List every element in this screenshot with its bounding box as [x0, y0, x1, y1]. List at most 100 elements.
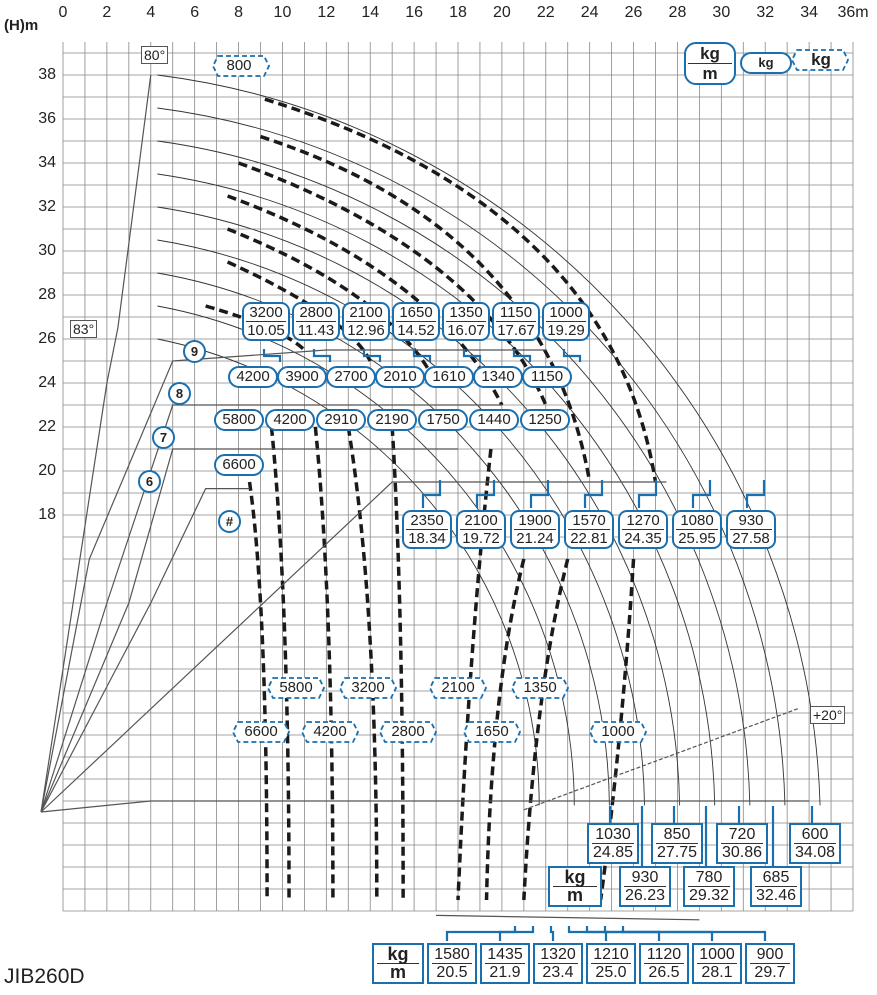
x-tick: 2: [102, 4, 112, 21]
x-tick: 18: [449, 4, 467, 21]
x-tick: 30: [712, 4, 731, 21]
row9-load-label: 1340: [473, 366, 523, 388]
row9-load-label: 1610: [424, 366, 474, 388]
x-tick: 34: [800, 4, 819, 21]
marker-7: 7: [152, 426, 175, 449]
curve-label-upper: 1350: [523, 679, 557, 696]
x-tick: 22: [536, 4, 555, 21]
legend-kg-text: kg: [688, 45, 732, 64]
x-tick: 24: [580, 4, 599, 21]
curve-label-lower: 2800: [391, 723, 425, 740]
row8-load-label: 2190: [367, 409, 417, 431]
y-tick: 28: [38, 286, 56, 303]
x-tick: 20: [492, 4, 511, 21]
y-axis-label: (H)m: [4, 17, 39, 34]
x-tick: 32: [756, 4, 775, 21]
curve-label-800: 800: [226, 57, 252, 74]
x-tick: 10: [273, 4, 292, 21]
curve-label-lower: 6600: [244, 723, 278, 740]
row9-load-label: 2010: [375, 366, 425, 388]
row8-load-label: 4200: [265, 409, 315, 431]
row8-load-label: 5800: [214, 409, 264, 431]
row8-load-label: 1250: [520, 409, 570, 431]
y-tick: 22: [38, 418, 56, 435]
x-tick: 0: [58, 4, 68, 21]
legend-m-text: m: [702, 64, 718, 83]
row9-load-label: 2700: [326, 366, 376, 388]
x-tick: 28: [668, 4, 687, 21]
x-tick: 4: [146, 4, 156, 21]
curve-label-lower: 4200: [313, 723, 347, 740]
x-tick: 36m: [837, 4, 869, 21]
row7-load-label: 6600: [214, 454, 264, 476]
angle-80-label: 80°: [141, 46, 169, 64]
row8-load-label: 1750: [418, 409, 468, 431]
legend-kg-hex: kg: [811, 50, 831, 69]
marker-hash: #: [218, 510, 241, 533]
x-tick: 6: [190, 4, 200, 21]
model-title: JIB260D: [4, 965, 85, 988]
y-tick: 24: [38, 374, 56, 391]
reach-arcs: [157, 74, 821, 806]
boom-drawings: [40, 74, 810, 921]
x-tick: 16: [405, 4, 424, 21]
load-curves: [205, 97, 658, 901]
row9-load-label: 1150: [522, 366, 572, 388]
marker-8: 8: [168, 382, 191, 405]
y-tick: 32: [38, 198, 56, 215]
y-tick: 30: [38, 242, 56, 259]
curve-label-upper: 5800: [279, 679, 313, 696]
row9-load-label: 3900: [277, 366, 327, 388]
x-tick: 12: [317, 4, 336, 21]
legend-kg-pill: kg: [740, 52, 792, 74]
y-tick: 20: [38, 462, 56, 479]
y-tick: 34: [38, 154, 56, 171]
leader-lines: [262, 349, 814, 941]
marker-6: 6: [138, 470, 161, 493]
y-tick: 38: [38, 66, 56, 83]
y-tick: 26: [38, 330, 56, 347]
row8-load-label: 1440: [469, 409, 519, 431]
marker-9: 9: [183, 340, 206, 363]
row9-load-label: 4200: [228, 366, 278, 388]
hex-labels: [211, 49, 850, 743]
legend-kg-per-m: kg m: [684, 42, 736, 85]
curve-label-upper: 2100: [441, 679, 475, 696]
row8-load-label: 2910: [316, 409, 366, 431]
curve-label-lower: 1000: [601, 723, 635, 740]
angle-83-label: 83°: [70, 320, 98, 338]
y-tick: 36: [38, 110, 56, 127]
x-tick: 14: [361, 4, 380, 21]
y-tick: 18: [38, 506, 56, 523]
angle-plus20-label: +20°: [810, 706, 846, 724]
curve-label-upper: 3200: [351, 679, 385, 696]
x-tick: 26: [624, 4, 643, 21]
